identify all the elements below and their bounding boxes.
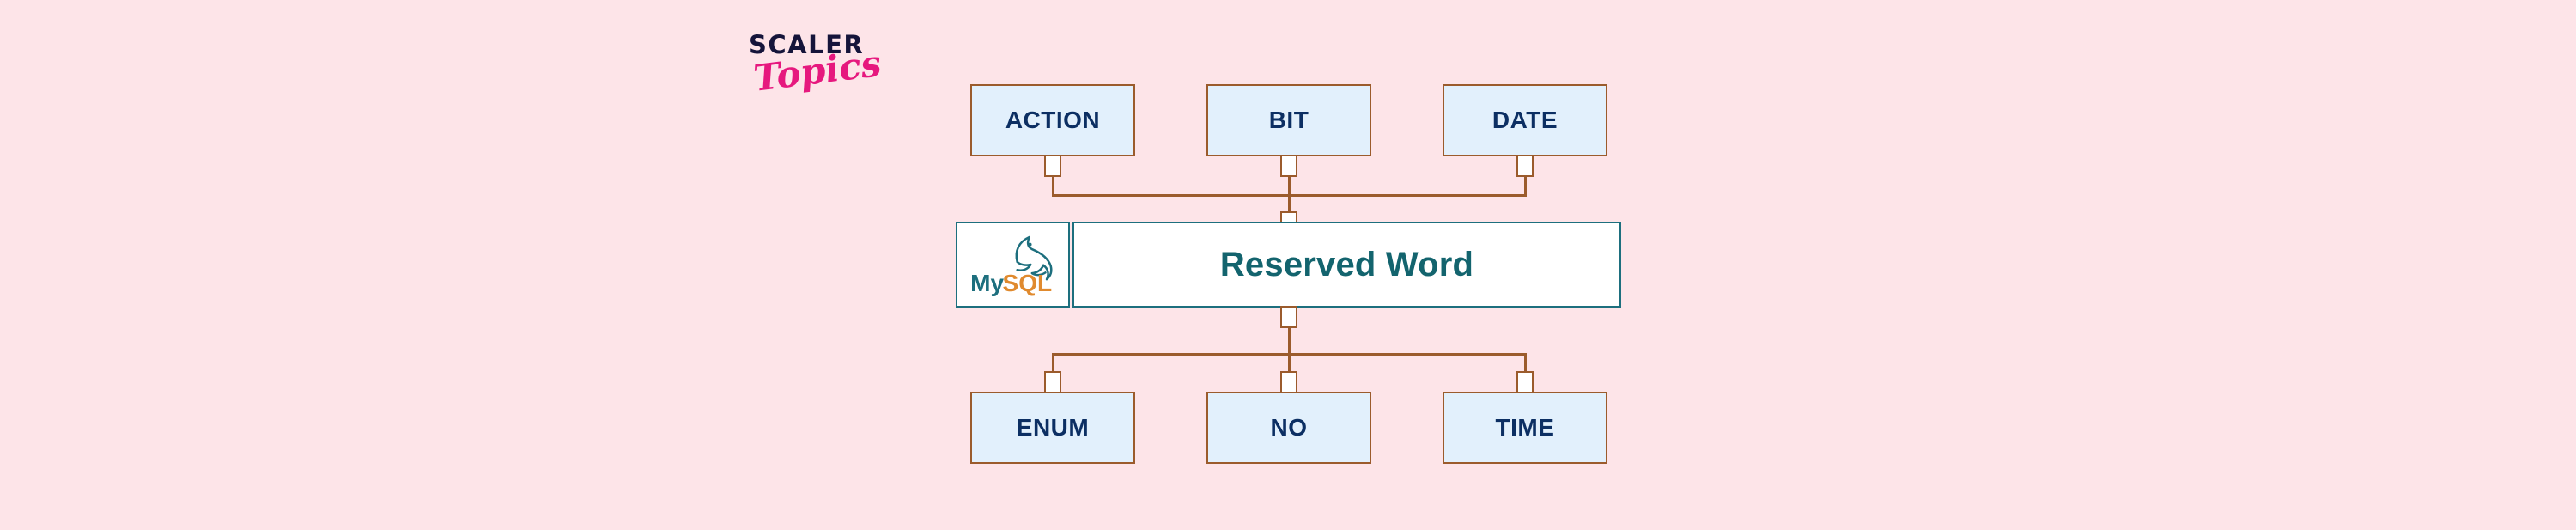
node-action[interactable]: ACTION [970, 84, 1135, 156]
connector-port-time [1516, 371, 1534, 393]
connector-trunk-bottom [1288, 326, 1291, 355]
connector-drop-date [1524, 176, 1527, 196]
mysql-logo-icon: My SQL [970, 235, 1053, 296]
connector-port-action [1044, 155, 1061, 177]
node-date[interactable]: DATE [1443, 84, 1607, 156]
node-time-label: TIME [1495, 414, 1555, 441]
connector-drop-no [1288, 353, 1291, 373]
node-enum-label: ENUM [1016, 414, 1090, 441]
node-date-label: DATE [1492, 107, 1558, 133]
connector-port-enum [1044, 371, 1061, 393]
svg-text:My: My [970, 270, 1004, 296]
node-time[interactable]: TIME [1443, 392, 1607, 464]
connector-port-no [1280, 371, 1297, 393]
root-title-cell: Reserved Word [1072, 222, 1621, 308]
node-action-label: ACTION [1005, 107, 1101, 133]
brand-name-scaler: SCALER [749, 30, 865, 59]
connector-drop-action [1052, 176, 1054, 196]
root-title: Reserved Word [1219, 245, 1474, 283]
connector-port-bit [1280, 155, 1297, 177]
svg-text:SQL: SQL [1002, 270, 1052, 296]
node-no[interactable]: NO [1206, 392, 1371, 464]
connector-drop-time [1524, 353, 1527, 373]
node-enum[interactable]: ENUM [970, 392, 1135, 464]
connector-port-date [1516, 155, 1534, 177]
node-bit[interactable]: BIT [1206, 84, 1371, 156]
node-bit-label: BIT [1268, 107, 1309, 133]
connector-trunk-top [1288, 176, 1291, 213]
node-no-label: NO [1270, 414, 1308, 441]
mysql-logo-cell: My SQL [956, 222, 1070, 308]
connector-port-root-bottom [1280, 306, 1297, 328]
scaler-topics-logo: SCALER Topics [749, 33, 938, 119]
connector-drop-enum [1052, 353, 1054, 373]
root-node-reserved-word[interactable]: My SQL Reserved Word [956, 222, 1621, 308]
